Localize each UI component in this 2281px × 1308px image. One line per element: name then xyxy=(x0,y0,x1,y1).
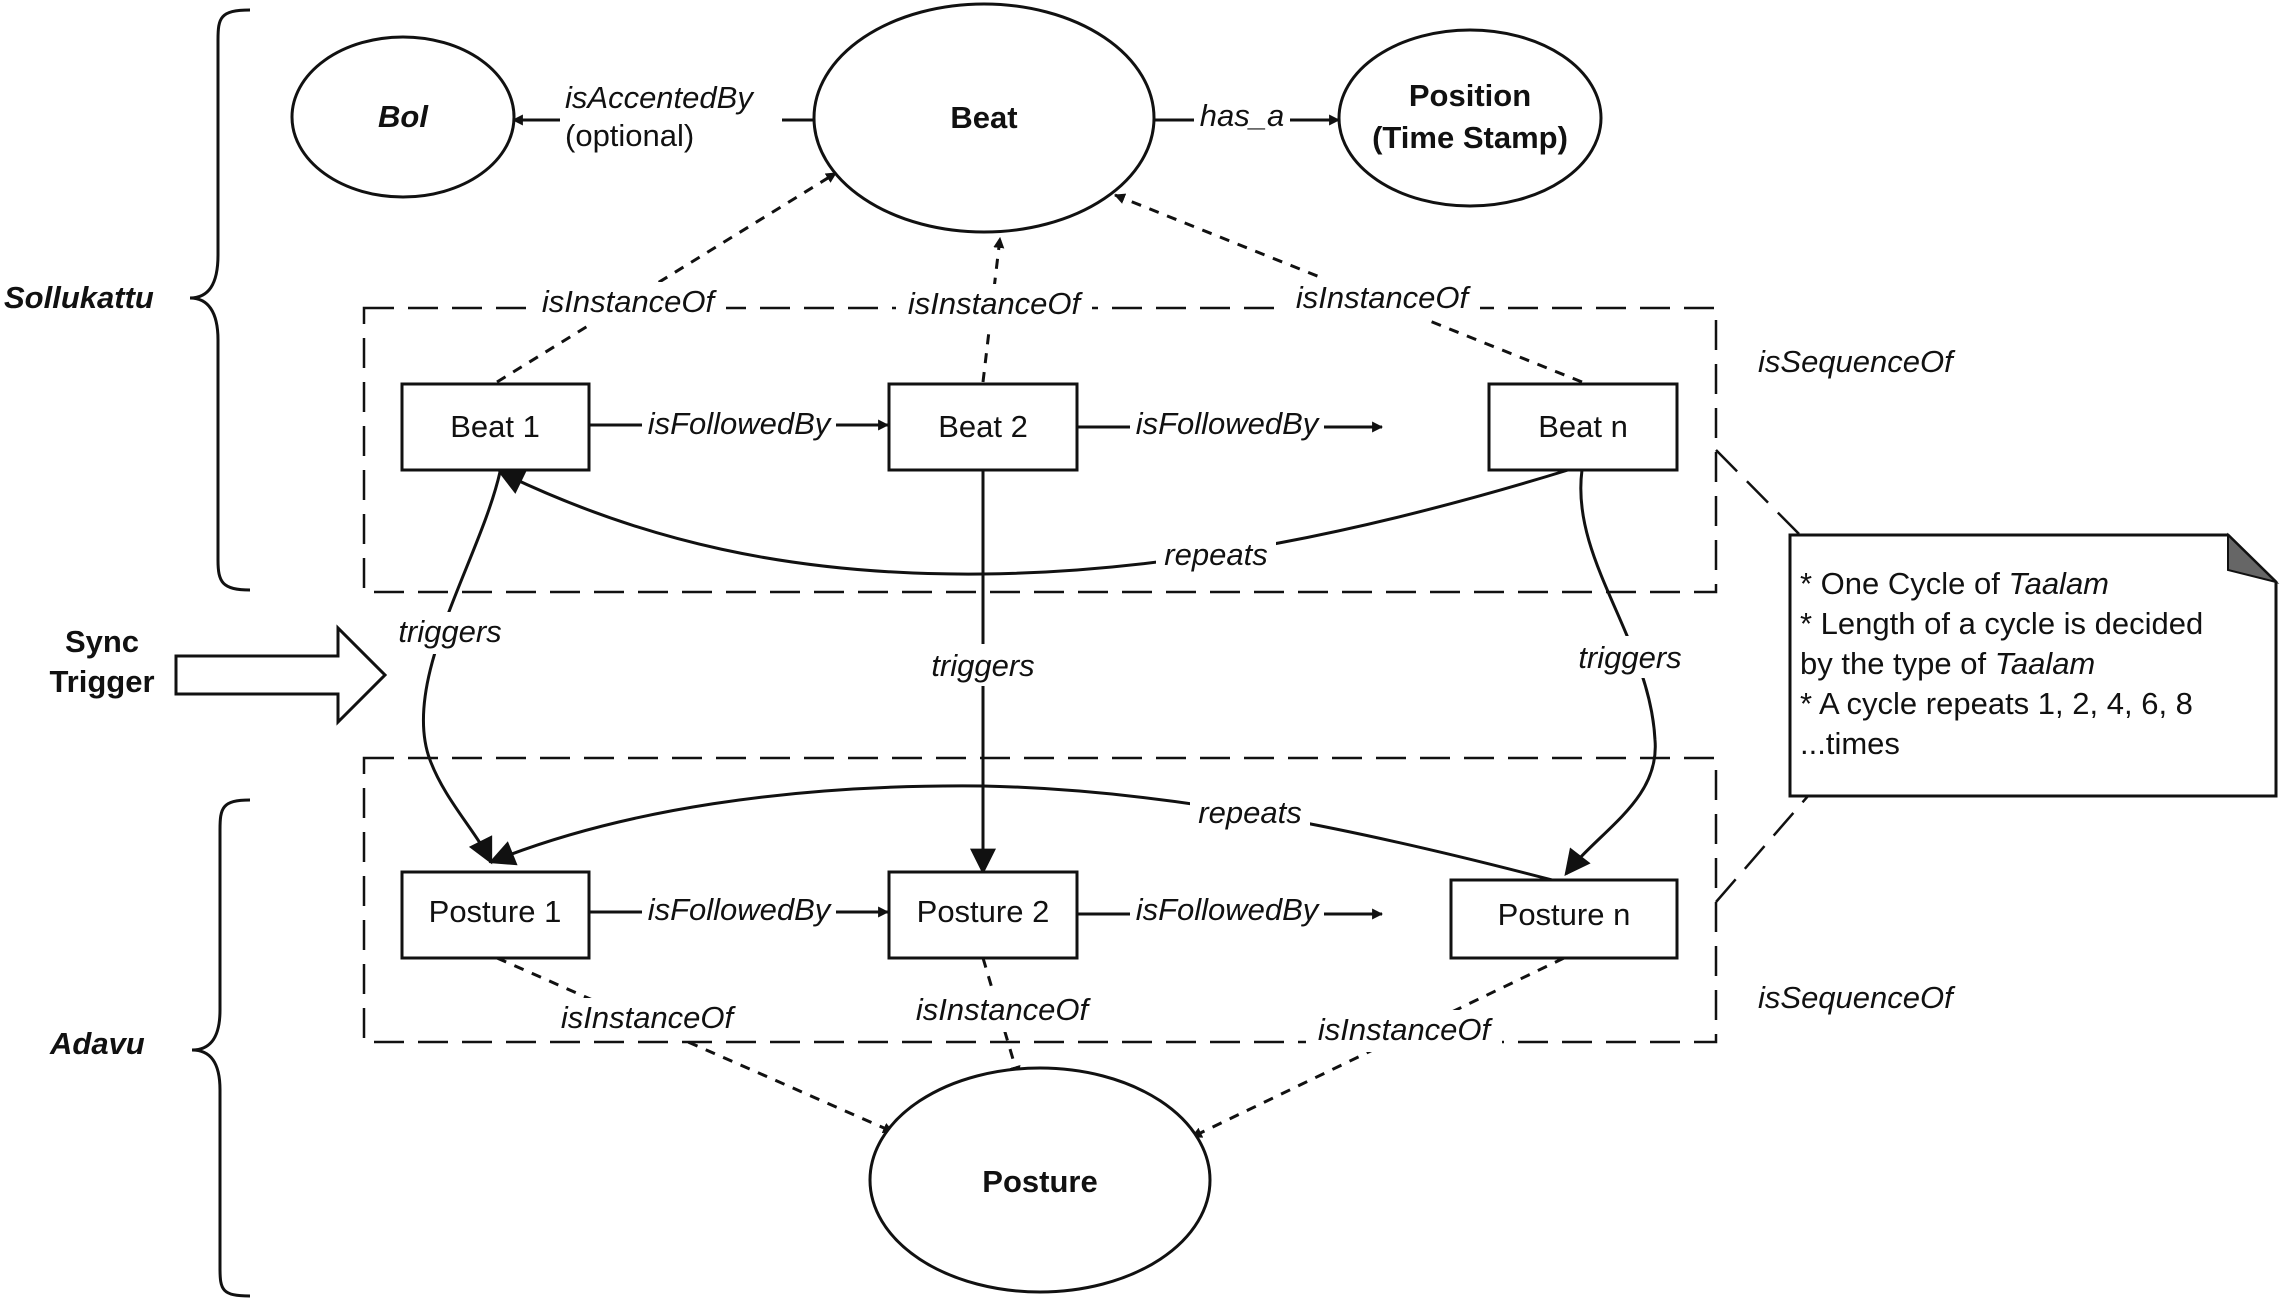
posture1-node-label: Posture 1 xyxy=(429,894,562,929)
beat2-node xyxy=(887,382,1079,472)
note-line: * Length of a cycle is decided xyxy=(1800,606,2203,641)
sollukattu-brace xyxy=(189,8,251,592)
note-fold-icon xyxy=(2227,532,2280,584)
sync-trigger-label-line1: Sync xyxy=(65,624,139,659)
posturen-node-label: Posture n xyxy=(1498,897,1631,932)
posture2-instance-label: isInstanceOf xyxy=(916,992,1092,1027)
has-a-label: has_a xyxy=(1200,98,1284,133)
sollukattu-sequence-label: isSequenceOf xyxy=(1758,344,1956,379)
posture1-instance-edge xyxy=(496,956,895,1134)
beat2-followed-label: isFollowedBy xyxy=(1136,406,1321,441)
bol-node-label: Bol xyxy=(378,99,429,134)
posturen-node xyxy=(1449,878,1679,960)
posture-repeats-label: repeats xyxy=(1198,795,1301,830)
beat1-followed-label: isFollowedBy xyxy=(648,406,833,441)
posture1-node xyxy=(400,870,591,960)
optional-label: (optional) xyxy=(565,118,694,153)
posture2-followed-label: isFollowedBy xyxy=(1136,892,1321,927)
beatn-instance-label: isInstanceOf xyxy=(1296,280,1472,315)
position-node-label-line2: (Time Stamp) xyxy=(1372,120,1568,155)
beatn-node-label: Beat n xyxy=(1538,409,1628,444)
beatn-triggers-edge xyxy=(1564,469,1657,877)
posture2-node xyxy=(887,870,1079,960)
note-line: by the type of Taalam xyxy=(1800,646,2095,681)
note-line: ...times xyxy=(1800,726,1900,761)
beat2-node-label: Beat 2 xyxy=(938,409,1028,444)
posture2-node-label: Posture 2 xyxy=(917,894,1050,929)
beatn-node xyxy=(1487,382,1679,472)
beat1-node-label: Beat 1 xyxy=(450,409,540,444)
note-line: * A cycle repeats 1, 2, 4, 6, 8 xyxy=(1800,686,2193,721)
sync-trigger-arrow-icon xyxy=(174,624,388,726)
beat-repeats-edge xyxy=(497,468,1569,576)
sync-trigger-label-line2: Trigger xyxy=(49,664,154,699)
posture1-followed-label: isFollowedBy xyxy=(648,892,833,927)
beat-node xyxy=(812,2,1156,234)
posture1-instance-label: isInstanceOf xyxy=(561,1000,737,1035)
beat2-instance-label: isInstanceOf xyxy=(908,286,1084,321)
posture-node xyxy=(868,1066,1212,1294)
posturen-instance-edge xyxy=(1191,956,1565,1139)
adavu-brace xyxy=(191,798,251,1298)
beat1-triggers-edge xyxy=(421,471,502,865)
beat2-instance-edge xyxy=(981,236,1005,383)
beat1-node xyxy=(400,382,591,472)
note-connector-top xyxy=(1715,449,1801,536)
posture-repeats-edge xyxy=(488,784,1553,882)
sollukattu-label: Sollukattu xyxy=(4,280,154,315)
posture-node-label: Posture xyxy=(982,1164,1097,1199)
posturen-instance-label: isInstanceOf xyxy=(1318,1012,1494,1047)
beat1-instance-label: isInstanceOf xyxy=(542,284,718,319)
beatn-triggers-label: triggers xyxy=(1578,640,1681,675)
beat1-instance-edge xyxy=(496,171,837,384)
is-accented-by-label: isAccentedBy xyxy=(565,80,755,115)
note-connector-bottom xyxy=(1715,795,1809,903)
adavu-sequence-box xyxy=(362,756,1718,1044)
note-line: * One Cycle of Taalam xyxy=(1800,566,2109,601)
note-box xyxy=(1788,533,2278,798)
beat-node-label: Beat xyxy=(950,100,1017,135)
bol-node xyxy=(290,35,516,199)
beat2-triggers-label: triggers xyxy=(931,648,1034,683)
beat-repeats-label: repeats xyxy=(1164,537,1267,572)
adavu-sequence-label: isSequenceOf xyxy=(1758,980,1956,1015)
position-node-label-line1: Position xyxy=(1409,78,1531,113)
adavu-label: Adavu xyxy=(49,1026,145,1061)
note-text: * One Cycle of Taalam * Length of a cycle… xyxy=(1800,566,2203,761)
position-node xyxy=(1337,28,1603,208)
beat1-triggers-label: triggers xyxy=(398,614,501,649)
